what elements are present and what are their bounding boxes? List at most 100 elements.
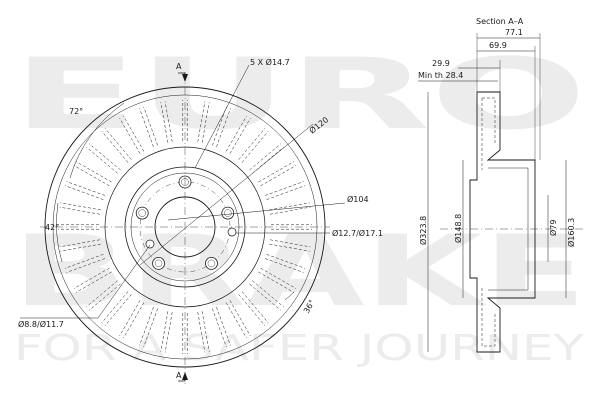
section-title: Section A–A <box>476 17 524 26</box>
vent-slot-line <box>60 243 101 252</box>
vent-slot-line <box>260 267 297 289</box>
dia-outer-label: Ø323.8 <box>418 216 428 245</box>
disc-section-outline <box>469 91 536 353</box>
vent-slot-line <box>249 143 282 171</box>
section-label-top: A <box>176 62 182 71</box>
bolt-hole <box>205 257 218 270</box>
bolt-pattern-label: 5 X Ø14.7 <box>250 57 290 67</box>
vent-slots <box>58 100 312 354</box>
dia-small-holes-leader <box>97 244 151 319</box>
vent-slot-line <box>212 106 227 146</box>
vent-slot-line <box>101 130 129 163</box>
vent-slot-line <box>266 185 306 200</box>
dia-120-leader <box>139 123 314 266</box>
vent-slot-line <box>201 311 210 352</box>
dia-bore-label: Ø79 <box>548 220 558 236</box>
vent-slot-line <box>197 101 206 142</box>
bolt-hole-inner <box>224 209 232 217</box>
watermark-line2: BRAKE <box>12 215 587 329</box>
vent-slot-line <box>252 280 284 308</box>
angle-42-label: 42° <box>45 223 59 232</box>
vent-slot-line <box>104 128 132 160</box>
vent-slot-line <box>249 283 282 311</box>
section-arrow-bottom <box>182 372 188 380</box>
vent-slot-line <box>104 294 132 326</box>
section-label-bottom: A <box>176 371 182 380</box>
vent-slot-line <box>88 143 121 171</box>
min-thickness-label: Min th 28.4 <box>418 71 463 80</box>
vent-slot-line <box>229 117 251 154</box>
vent-slot-line <box>60 202 101 211</box>
angle-72-arc <box>69 102 125 179</box>
angle-36-arc <box>284 291 295 301</box>
vent-slot-line <box>64 185 104 200</box>
vent-channel <box>481 97 496 347</box>
dia-holes-label: Ø12.7/Ø17.1 <box>332 228 383 238</box>
vent-slot-line <box>201 102 210 143</box>
section-arrow-top <box>182 74 188 82</box>
vent-slot-line <box>225 302 247 339</box>
vent-slot-line <box>64 254 104 269</box>
vent-slot-line <box>216 108 231 148</box>
section-view: Section A–A 77.1 69.9 29.9 Min th 28.4 Ø… <box>418 17 585 353</box>
bolt-hole-inner <box>207 259 216 268</box>
dia-104-leader <box>167 202 346 221</box>
dia-104-label: Ø104 <box>347 194 369 204</box>
vent-slot-line <box>143 106 158 146</box>
width-hat-label: 69.9 <box>489 41 507 50</box>
vent-slot-line <box>59 239 100 248</box>
vent-slot-line <box>123 115 145 152</box>
vent-slot-line <box>101 291 129 324</box>
bolt-circle <box>139 181 231 273</box>
vent-slot-line <box>66 258 106 273</box>
dia-hat-outer-label: Ø160.3 <box>566 218 576 247</box>
vent-slot-line <box>241 130 269 163</box>
vent-slot-line <box>73 267 110 289</box>
vent-slot-line <box>258 161 295 183</box>
pin-hole <box>145 239 155 249</box>
watermark-line1: EURO <box>12 38 587 152</box>
vent-slot-line <box>88 283 121 311</box>
angle-42-arc <box>56 202 63 263</box>
watermark: EURO BRAKE FOR A SAFER JOURNEY <box>12 38 587 369</box>
vent-slot-line <box>86 146 118 174</box>
vent-slot-line <box>216 306 231 346</box>
vent-slot-line <box>160 311 169 352</box>
width-total-label: 77.1 <box>505 28 523 37</box>
vent-slot-line <box>73 165 110 187</box>
dia-hat-label: Ø148.8 <box>453 214 463 243</box>
vent-slot-line <box>59 206 100 215</box>
vent-slot-line <box>258 271 295 293</box>
vent-slot-line <box>270 206 311 215</box>
vent-slot-line <box>229 300 251 337</box>
vent-slot-line <box>225 115 247 152</box>
vent-slot-line <box>86 280 118 308</box>
vent-slot-line <box>238 128 266 160</box>
vent-slot-line <box>269 243 310 252</box>
vent-slot-line <box>123 302 145 339</box>
bolt-hole <box>221 206 235 220</box>
vent-slot-line <box>264 181 304 196</box>
vent-slot-line <box>269 202 310 211</box>
dia-small-holes-label: Ø8.8/Ø11.7 <box>18 319 64 329</box>
vent-slot-line <box>164 312 173 353</box>
bolt-holes <box>135 175 237 270</box>
pin-hole <box>227 227 237 237</box>
vent-slot-line <box>139 306 154 346</box>
vent-slot-line <box>260 165 297 187</box>
vent-slot-line <box>270 239 311 248</box>
vent-slot-line <box>160 102 169 143</box>
bolt-hole <box>152 257 165 270</box>
vent-slot-line <box>266 254 306 269</box>
vent-slot-line <box>212 308 227 348</box>
thickness-label: 29.9 <box>432 59 450 68</box>
bolt-hole-inner <box>154 259 163 268</box>
vent-slot-line <box>241 291 269 324</box>
vent-slot-line <box>197 312 206 353</box>
vent-slot-line <box>264 258 304 273</box>
vent-slot-line <box>139 108 154 148</box>
bolt-hole-inner <box>138 209 146 217</box>
vent-slot-line <box>66 181 106 196</box>
vent-slot-line <box>143 308 158 348</box>
